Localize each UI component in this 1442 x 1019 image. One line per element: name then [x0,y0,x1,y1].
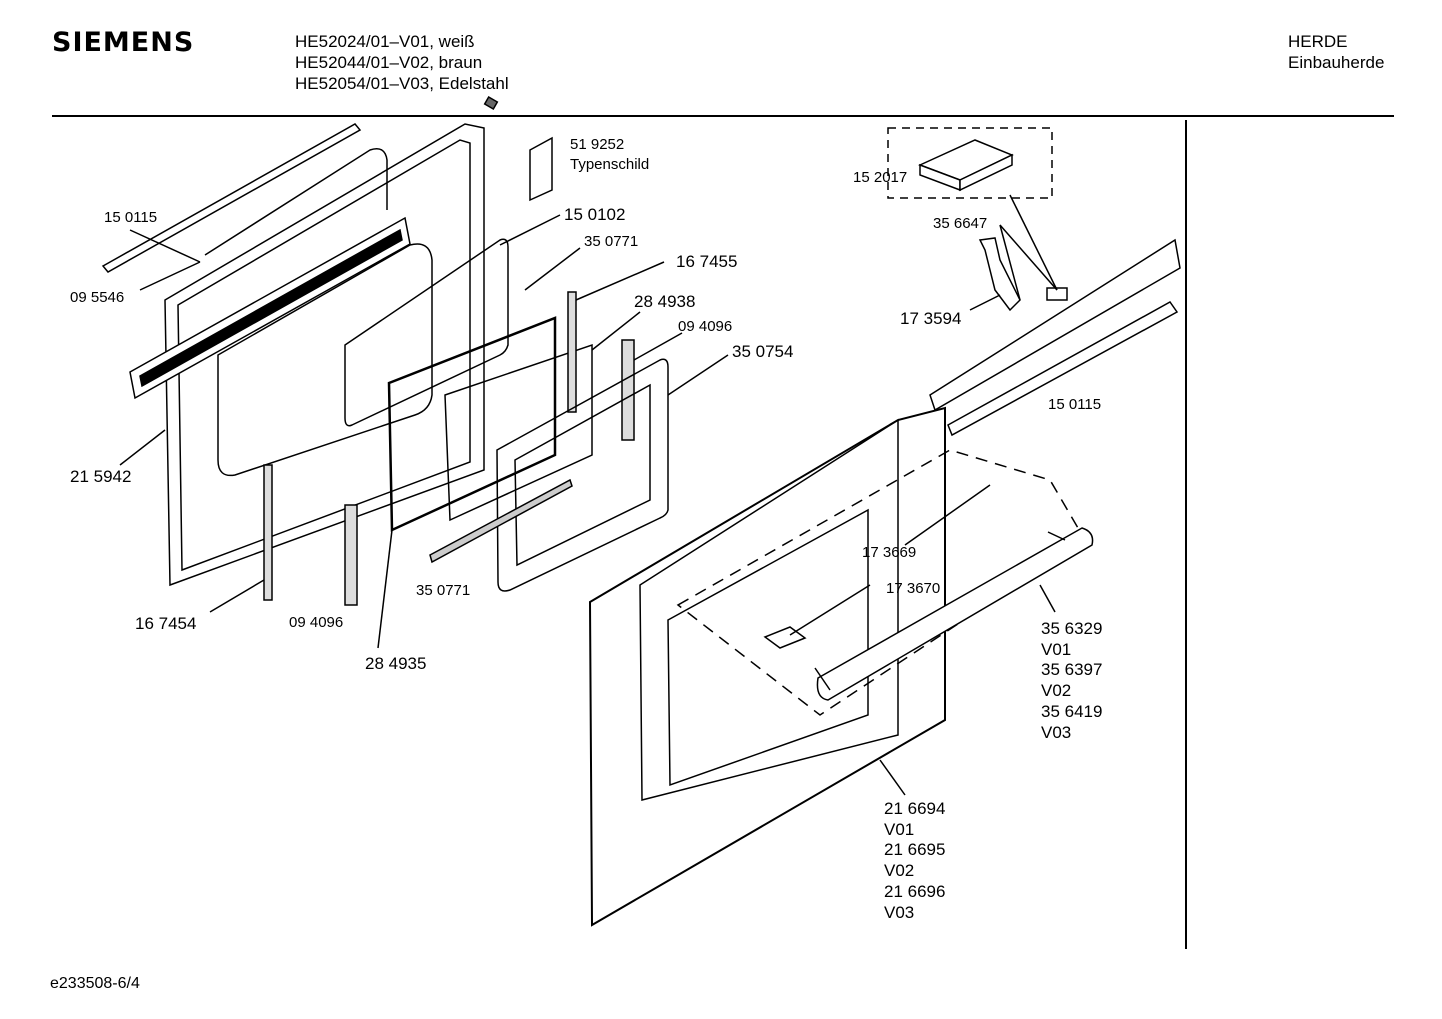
outer-door-inner-edge [639,418,899,801]
header-rule [52,115,1394,117]
leader [591,311,641,351]
leader [1009,194,1058,291]
vent-bar-inner [139,228,403,388]
hinge-167454 [263,464,273,601]
model-line: HE52024/01–V01, weiß [295,32,475,51]
label-door: V03 [884,903,914,922]
label-350771-a: 35 0771 [416,582,470,599]
label-350771-b: 35 0771 [584,233,638,250]
leader [499,214,561,246]
inner-door-window [217,243,433,477]
clip-094096-b [621,339,635,441]
label-handle: V03 [1041,723,1071,742]
handle-post-a [814,667,831,691]
dashed-panel [676,449,1087,716]
label-handle: 35 6419 [1041,702,1102,721]
type-plate [529,136,553,202]
clip-094096-a [344,504,358,606]
top-rail-right [929,238,1181,412]
category-label: HERDE Einbauherde [1288,31,1384,73]
label-094096-a: 09 4096 [289,614,343,631]
leader [879,759,906,796]
leader [129,229,201,263]
leader [904,484,991,546]
label-door: 21 6696 [884,882,945,901]
leader [667,354,729,396]
label-handle: 35 6397 [1041,660,1102,679]
leader [789,584,871,636]
label-095546: 09 5546 [70,289,124,306]
document-id: e233508-6/4 [50,975,140,992]
leader [575,261,665,301]
glass-panel-284935 [387,316,557,532]
outer-door-window [667,508,869,787]
inner-door-frame-inner [177,139,471,572]
leader [139,261,201,291]
label-173669: 17 3669 [862,544,916,561]
label-519252: 51 9252 [570,136,624,153]
clip-part [483,96,499,110]
rail-350771 [429,478,573,564]
label-215942: 21 5942 [70,467,131,486]
pad-356647 [1046,287,1068,301]
label-284935: 28 4935 [365,654,426,673]
outer-door [588,406,946,927]
category-main: HERDE [1288,32,1348,51]
handle-post-b [1047,531,1066,541]
leader [1039,584,1056,613]
label-173670: 17 3670 [886,580,940,597]
leader [377,529,393,649]
label-167454: 16 7454 [135,614,196,633]
label-150115-right: 15 0115 [1048,396,1101,413]
divider-rule [1185,120,1187,949]
handle-bar [816,527,1094,701]
label-150102: 15 0102 [564,205,625,224]
leader [999,224,1058,291]
dashed-box-152017 [887,127,1053,199]
label-handle: V01 [1041,640,1071,659]
bracket-173594 [978,237,1021,312]
leader [969,294,1001,311]
label-typenschild: Typenschild [570,156,649,173]
label-door: 21 6694 [884,799,945,818]
label-door: V02 [884,861,914,880]
inner-door-seal [204,148,388,256]
glass-panel-284938 [444,343,593,522]
strip-150115-right [947,301,1179,437]
model-line: HE52044/01–V02, braun [295,53,483,72]
label-handle: 35 6329 [1041,619,1102,638]
strip-150115-left [101,123,362,273]
leader [633,332,683,361]
label-152017: 15 2017 [853,169,907,186]
inner-door-frame [164,123,485,587]
label-094096-b: 09 4096 [678,318,732,335]
model-line: HE52054/01–V03, Edelstahl [295,74,509,93]
category-sub: Einbauherde [1288,53,1385,72]
frame-350754 [496,358,669,592]
siemens-logo: SIEMENS [52,27,195,58]
label-356647: 35 6647 [933,215,987,232]
part-152017-end [959,153,1013,192]
label-door: 21 6695 [884,840,945,859]
label-173594: 17 3594 [900,309,961,328]
label-284938: 28 4938 [634,292,695,311]
label-150115-left: 15 0115 [104,209,157,226]
label-167455: 16 7455 [676,252,737,271]
model-list: HE52024/01–V01, weiß HE52044/01–V02, bra… [295,31,509,94]
frame-350754-inner [514,383,651,567]
label-handle: V02 [1041,681,1071,700]
leader [119,429,166,466]
leader [524,247,581,291]
label-350754: 35 0754 [732,342,793,361]
leader [209,579,265,613]
hinge-167455 [567,291,577,413]
leader [999,224,1021,301]
label-door: V01 [884,820,914,839]
glass-frame-150102 [344,238,509,427]
